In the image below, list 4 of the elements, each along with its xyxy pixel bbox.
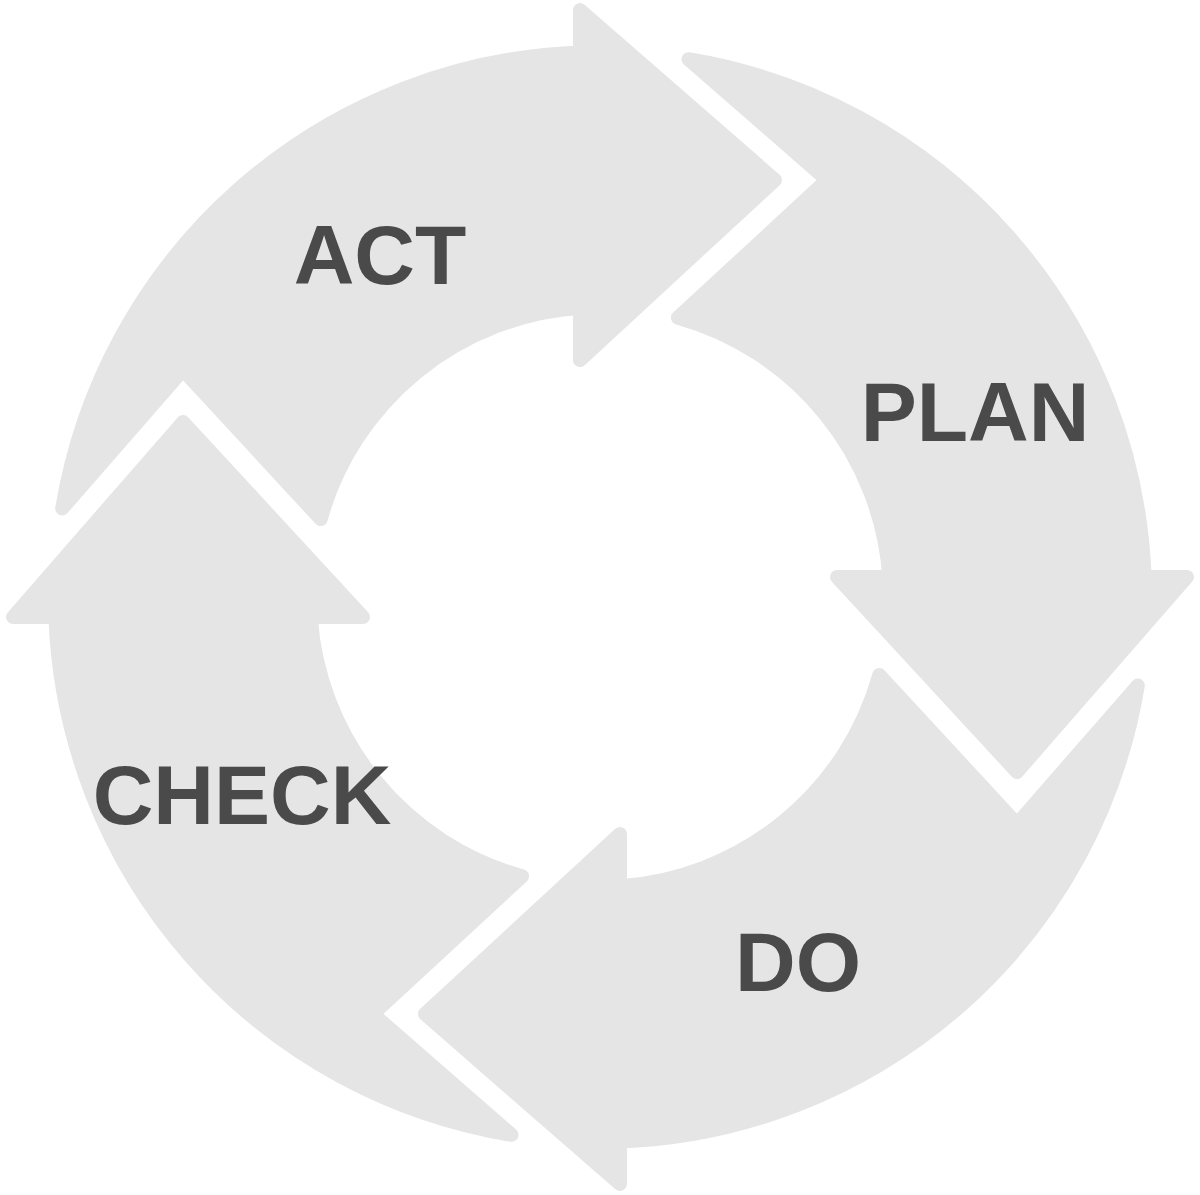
stage-label: ACT bbox=[293, 213, 467, 297]
stage-label: DO bbox=[735, 920, 861, 1004]
stage-label: CHECK bbox=[92, 753, 392, 837]
stage-label: PLAN bbox=[860, 370, 1090, 454]
